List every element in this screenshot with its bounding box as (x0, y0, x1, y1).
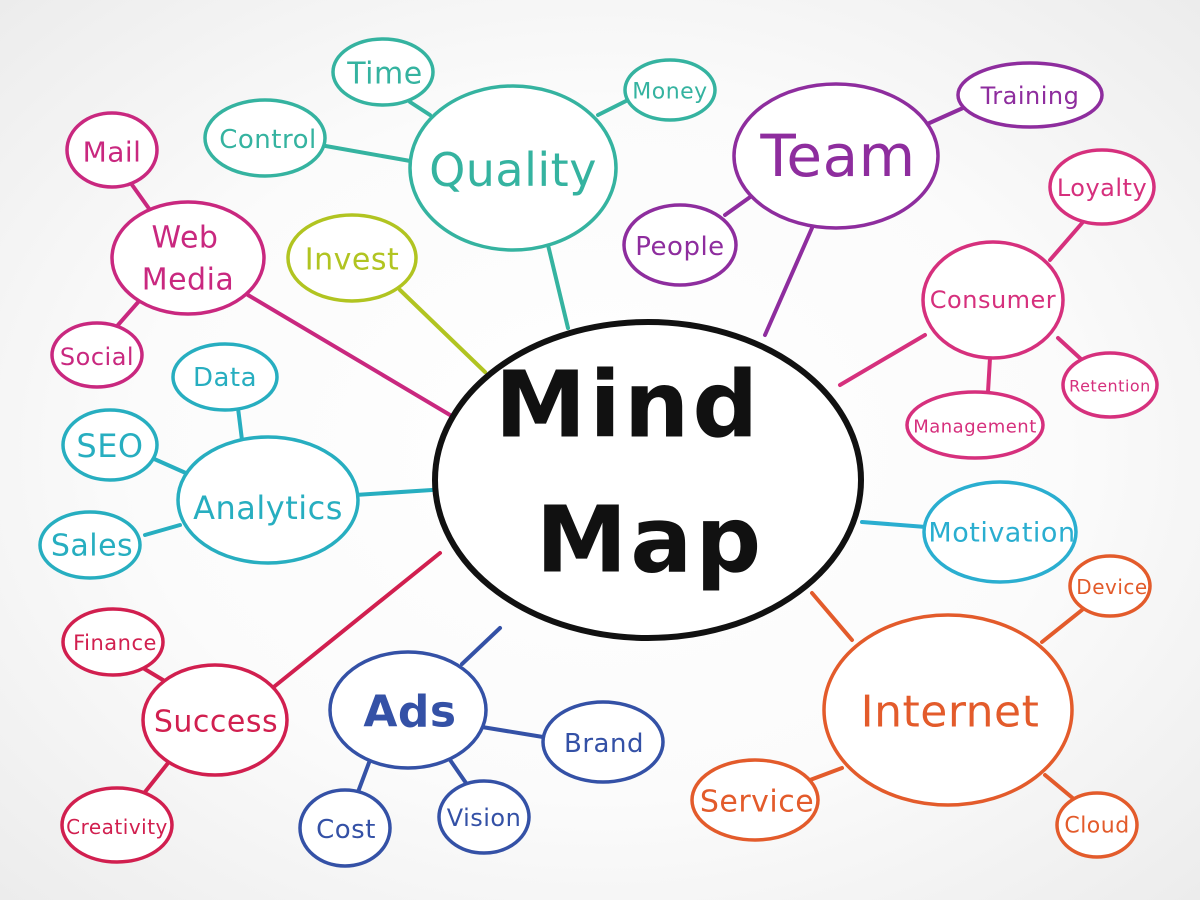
bubble-consumer (921, 240, 1065, 360)
bubble-money (623, 58, 717, 122)
labels: Quality Time Money Control Team Training… (51, 57, 1151, 846)
bubble-motivation (922, 480, 1078, 584)
connector-analytics-sales (143, 523, 182, 537)
bubble-data (171, 342, 279, 412)
bubble-brand (541, 700, 665, 784)
connector-webmedia-social (116, 298, 142, 327)
connector-center-ads (460, 626, 502, 666)
connector-center-motivation (860, 520, 928, 529)
label-people: People (635, 232, 724, 262)
bubble-time (331, 37, 435, 107)
label-invest: Invest (305, 243, 399, 278)
center-label-line2: Map (536, 487, 765, 594)
connector-internet-service (808, 766, 844, 782)
connector-center-internet (810, 591, 854, 642)
label-ads: Ads (363, 687, 456, 738)
label-training: Training (980, 82, 1080, 110)
bubble-device (1068, 554, 1152, 618)
connector-consumer-retention (1056, 336, 1084, 362)
connector-internet-cloud (1043, 773, 1077, 802)
bubble-management (905, 390, 1045, 460)
label-creativity: Creativity (66, 815, 168, 839)
connector-analytics-seo (150, 456, 190, 476)
label-money: Money (632, 80, 707, 105)
connector-quality-control (318, 143, 418, 164)
connectors (116, 96, 1085, 802)
label-web: Web (152, 221, 219, 256)
label-team: Team (759, 122, 915, 190)
label-loyalty: Loyalty (1057, 174, 1147, 202)
label-consumer: Consumer (930, 286, 1056, 314)
bubble-creativity (60, 786, 174, 864)
label-sales: Sales (51, 529, 133, 564)
label-brand: Brand (564, 729, 644, 759)
label-finance: Finance (73, 631, 157, 655)
connector-webmedia-mail (128, 180, 152, 212)
bubble-training (956, 61, 1104, 129)
label-device: Device (1076, 575, 1147, 599)
bubble-finance (61, 607, 165, 677)
bubble-mail (65, 111, 159, 189)
bubble-internet (822, 613, 1074, 807)
connector-center-success (268, 551, 442, 692)
bubble-control (203, 98, 327, 178)
label-cloud: Cloud (1064, 814, 1129, 839)
label-quality: Quality (429, 143, 597, 197)
center-bubble (432, 319, 864, 641)
label-vision: Vision (447, 804, 522, 832)
center-label-line1: Mind (495, 352, 761, 459)
connector-consumer-loyalty (1048, 220, 1085, 262)
label-social: Social (60, 343, 134, 371)
label-data: Data (193, 363, 257, 393)
label-success: Success (154, 705, 278, 740)
label-internet: Internet (861, 687, 1040, 738)
bubble-success (141, 663, 289, 777)
label-motivation: Motivation (928, 518, 1075, 549)
connector-analytics-data (236, 406, 244, 442)
connector-center-webmedia (246, 293, 452, 417)
bubbles (38, 37, 1159, 868)
connector-success-creativity (143, 756, 174, 794)
label-management: Management (913, 417, 1037, 438)
bubble-quality (408, 84, 618, 252)
bubble-analytics (176, 435, 360, 565)
label-retention: Retention (1069, 377, 1151, 396)
label-cost: Cost (316, 815, 376, 845)
bubble-vision (437, 779, 531, 855)
label-service: Service (700, 785, 814, 820)
bubble-team (732, 82, 940, 230)
bubble-cloud (1055, 791, 1139, 859)
bubble-retention (1061, 351, 1159, 419)
label-control: Control (219, 125, 316, 155)
connector-center-invest (398, 288, 487, 374)
connector-ads-cost (356, 758, 372, 794)
bubble-invest (286, 213, 418, 303)
connector-center-consumer (838, 333, 927, 387)
bubble-loyalty (1048, 148, 1156, 226)
bubble-ads (328, 650, 488, 770)
bubble-seo (61, 408, 159, 482)
connector-ads-brand (480, 725, 545, 739)
bubble-cost (298, 788, 392, 868)
connector-team-training (923, 106, 965, 127)
connector-internet-device (1040, 608, 1084, 644)
connector-center-analytics (353, 488, 434, 497)
label-media: Media (142, 263, 235, 298)
label-seo: SEO (76, 427, 143, 465)
connector-quality-time (408, 100, 432, 117)
label-analytics: Analytics (193, 489, 343, 527)
connector-consumer-management (986, 356, 992, 394)
bubble-service (690, 758, 820, 842)
bubble-webmedia (110, 200, 266, 316)
connector-ads-vision (446, 755, 468, 785)
bubble-sales (38, 510, 142, 580)
connector-center-quality (546, 243, 570, 330)
bubble-people (622, 203, 738, 287)
label-mail: Mail (83, 136, 142, 169)
label-time: Time (346, 57, 422, 92)
bubble-social (50, 321, 144, 389)
connector-center-team (763, 226, 814, 337)
